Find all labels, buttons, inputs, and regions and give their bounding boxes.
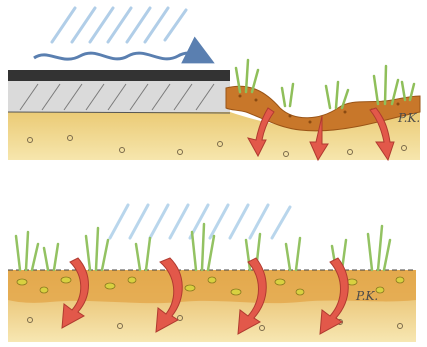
wavy-arrow-icon	[34, 53, 204, 59]
artist-signature: P.K.	[355, 289, 378, 303]
topsoil-band	[8, 270, 416, 303]
paved-surface	[8, 70, 230, 113]
top-panel: P.K.	[8, 8, 420, 160]
bottom-panel: P.K.	[8, 205, 416, 342]
artist-signature: P.K.	[397, 111, 420, 125]
rain-streaks-icon	[110, 205, 290, 238]
rain-streaks-icon	[52, 8, 186, 42]
